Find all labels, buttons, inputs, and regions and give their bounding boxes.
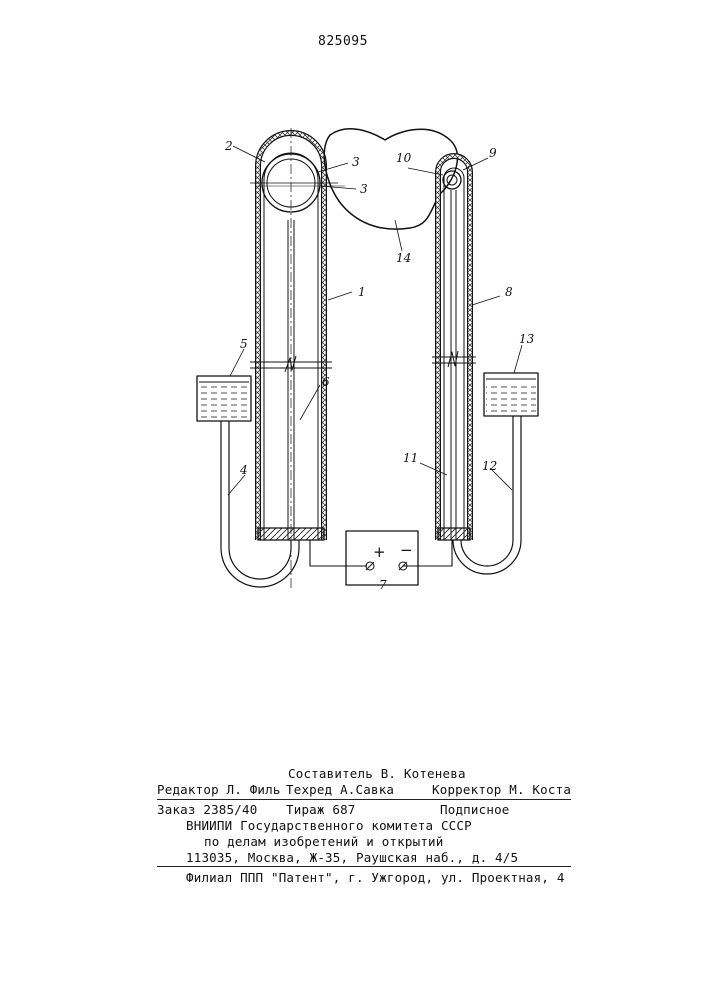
label-7: 7 bbox=[379, 578, 387, 592]
imprint-circulation: Тираж 687 bbox=[286, 802, 356, 817]
label-4: 4 bbox=[239, 463, 248, 477]
label-14: 14 bbox=[396, 251, 411, 265]
label-6: 6 bbox=[322, 375, 330, 389]
label-12: 12 bbox=[482, 459, 497, 473]
imprint-org-line3: 113035, Москва, Ж-35, Раушская наб., д. … bbox=[186, 850, 518, 865]
label-9: 9 bbox=[489, 146, 497, 160]
label-11: 11 bbox=[403, 451, 418, 465]
imprint-rule-bottom bbox=[157, 866, 571, 867]
label-2: 2 bbox=[224, 139, 233, 153]
imprint-corrector: Корректор М. Коста bbox=[432, 782, 571, 797]
imprint-compiler: Составитель В. Котенева bbox=[288, 766, 466, 781]
label-10: 10 bbox=[396, 151, 412, 165]
imprint-org-line1: ВНИИПИ Государственного комитета СССР bbox=[186, 818, 472, 833]
right-electrode-body bbox=[438, 156, 470, 540]
imprint-subscription: Подписное bbox=[440, 802, 510, 817]
minus-sign: − bbox=[400, 541, 413, 559]
left-reservoir bbox=[197, 376, 251, 421]
label-3b: 3 bbox=[360, 182, 368, 196]
label-3a: 3 bbox=[352, 155, 360, 169]
imprint-editor: Редактор Л. Филь bbox=[157, 782, 281, 797]
imprint-techred: Техред А.Савка bbox=[286, 782, 394, 797]
right-tube bbox=[453, 416, 521, 574]
right-electrode-head bbox=[443, 171, 461, 189]
imprint-branch: Филиал ППП "Патент", г. Ужгород, ул. Про… bbox=[186, 870, 565, 885]
imprint-order: Заказ 2385/40 bbox=[157, 802, 257, 817]
label-1: 1 bbox=[358, 285, 366, 299]
imprint-rule-top bbox=[157, 799, 571, 800]
label-13: 13 bbox=[519, 332, 535, 346]
plus-sign: + bbox=[373, 543, 386, 561]
right-reservoir bbox=[484, 373, 538, 416]
label-8: 8 bbox=[505, 285, 513, 299]
label-5: 5 bbox=[240, 337, 248, 351]
imprint-org-line2: по делам изобретений и открытий bbox=[204, 834, 444, 849]
